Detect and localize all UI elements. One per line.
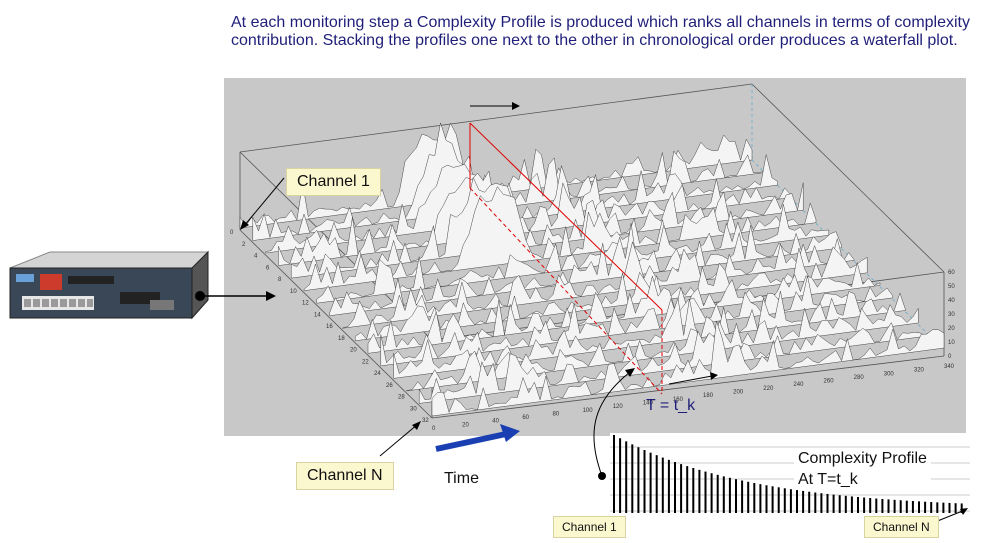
complexity-profile-label: Complexity Profile At T=t_k (794, 448, 931, 490)
y-tick-label: 6 (266, 265, 270, 271)
x-tick-label: 260 (824, 379, 835, 385)
y-tick-label: 12 (302, 301, 309, 307)
z-tick-label: 0 (948, 354, 952, 360)
y-tick-label: 20 (350, 348, 357, 354)
x-tick-label: 240 (793, 382, 804, 388)
y-tick-label: 18 (338, 336, 345, 342)
waterfall-ridges (239, 122, 945, 417)
time-slice-marker (469, 122, 663, 395)
channel-1-label: Channel 1 (286, 168, 381, 196)
axis-direction-arrows (240, 102, 718, 385)
x-tick-label: 320 (914, 368, 925, 374)
z-tick-label: 60 (948, 270, 955, 276)
y-tick-label: 26 (386, 383, 393, 389)
z-tick-label: 20 (948, 326, 955, 332)
z-tick-label: 40 (948, 298, 955, 304)
waterfall-plot: 0204060801001201401601802002202402602803… (230, 83, 955, 432)
x-tick-label: 40 (492, 419, 499, 425)
time-label: Time (444, 470, 479, 487)
y-tick-label: 28 (398, 395, 405, 401)
profile-subtitle: At T=t_k (798, 471, 858, 488)
x-tick-label: 160 (673, 397, 684, 403)
caption-text: At each monitoring step a Complexity Pro… (231, 14, 970, 49)
x-tick-label: 180 (703, 393, 714, 399)
profile-channel-n-label: Channel N (864, 516, 939, 538)
profile-channel-1-label: Channel 1 (553, 516, 626, 538)
x-tick-label: 340 (944, 364, 955, 370)
x-tick-label: 220 (763, 386, 774, 392)
router-device-icon (9, 250, 210, 320)
channel-n-label: Channel N (296, 462, 394, 490)
z-tick-label: 30 (948, 312, 955, 318)
x-tick-label: 300 (884, 371, 895, 377)
y-tick-label: 8 (278, 277, 282, 283)
x-tick-label: 140 (643, 400, 654, 406)
x-tick-label: 20 (462, 422, 469, 428)
y-tick-label: 2 (242, 242, 246, 248)
y-tick-label: 24 (374, 371, 381, 377)
y-tick-label: 30 (410, 406, 417, 412)
y-tick-label: 14 (314, 312, 321, 318)
y-tick-label: 32 (422, 418, 429, 424)
y-tick-label: 10 (290, 289, 297, 295)
x-tick-label: 0 (432, 426, 436, 432)
y-tick-label: 0 (230, 230, 234, 236)
z-tick-label: 50 (948, 284, 955, 290)
y-tick-label: 4 (254, 254, 258, 260)
t-marker-label: T = t_k (646, 397, 696, 414)
x-tick-label: 100 (583, 408, 594, 414)
router-to-plot-arrow (195, 291, 276, 301)
x-tick-label: 280 (854, 375, 865, 381)
x-tick-label: 200 (733, 390, 744, 396)
profile-title: Complexity Profile (798, 450, 927, 467)
y-tick-label: 16 (326, 324, 333, 330)
x-tick-label: 60 (522, 415, 529, 421)
y-tick-label: 22 (362, 359, 369, 365)
x-tick-label: 80 (552, 411, 559, 417)
z-tick-label: 10 (948, 340, 955, 346)
